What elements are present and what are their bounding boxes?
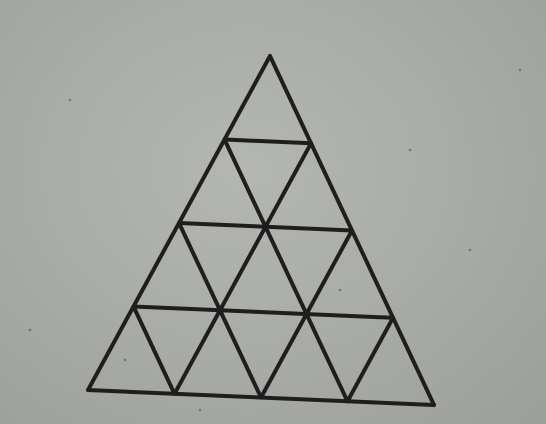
- paper-speck: [198, 408, 202, 412]
- grid-line-right-parallel-3: [131, 304, 177, 396]
- grid-line-horizontal-1: [222, 137, 313, 146]
- grid-line-left-parallel-3: [345, 315, 395, 404]
- paper-speck: [338, 288, 342, 292]
- triangle-grid-lines: [86, 54, 436, 407]
- paper-speck: [68, 98, 72, 102]
- paper-speck: [408, 148, 412, 152]
- grid-line-right-parallel-1: [222, 137, 350, 404]
- paper-speck: [518, 68, 522, 72]
- paper-speck: [123, 358, 127, 362]
- paper-speck: [28, 328, 32, 332]
- paper-specks: [28, 68, 522, 412]
- paper-speck: [468, 248, 472, 252]
- grid-line-horizontal-3: [131, 304, 395, 320]
- grid-line-left-parallel-1: [172, 141, 313, 396]
- grid-line-horizontal-2: [177, 221, 354, 233]
